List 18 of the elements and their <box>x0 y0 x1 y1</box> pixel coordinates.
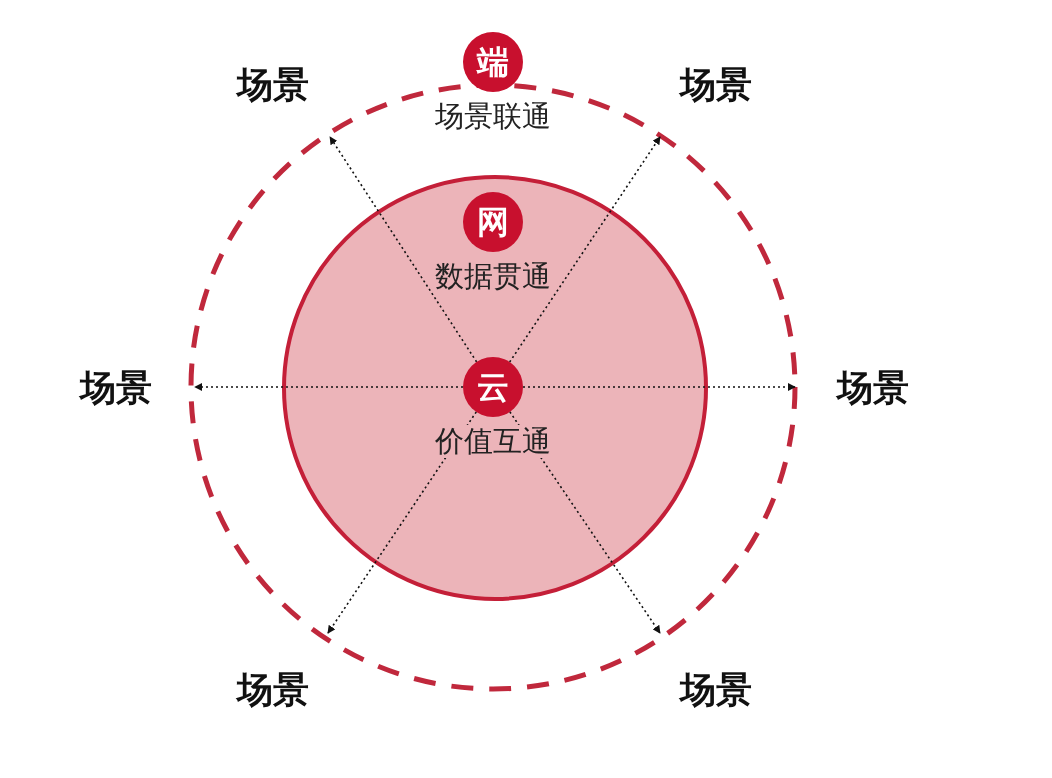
arrow <box>509 411 661 634</box>
caption-text: 数据贯通 <box>433 260 553 294</box>
round-badge: 云 <box>463 357 523 417</box>
scene-label: 场景 <box>680 62 752 107</box>
scene-label: 场景 <box>837 365 909 410</box>
scene-label: 场景 <box>80 365 152 410</box>
scene-label: 场景 <box>237 62 309 107</box>
arrow <box>329 136 478 363</box>
arrow <box>522 383 796 391</box>
caption-text: 价值互通 <box>433 425 553 459</box>
arrow <box>194 383 464 391</box>
arrow <box>508 136 661 363</box>
scene-label: 场景 <box>237 667 309 712</box>
caption-text: 场景联通 <box>433 100 553 134</box>
scene-label: 场景 <box>680 667 752 712</box>
round-badge: 端 <box>463 32 523 92</box>
round-badge: 网 <box>463 192 523 252</box>
arrow <box>327 411 478 634</box>
